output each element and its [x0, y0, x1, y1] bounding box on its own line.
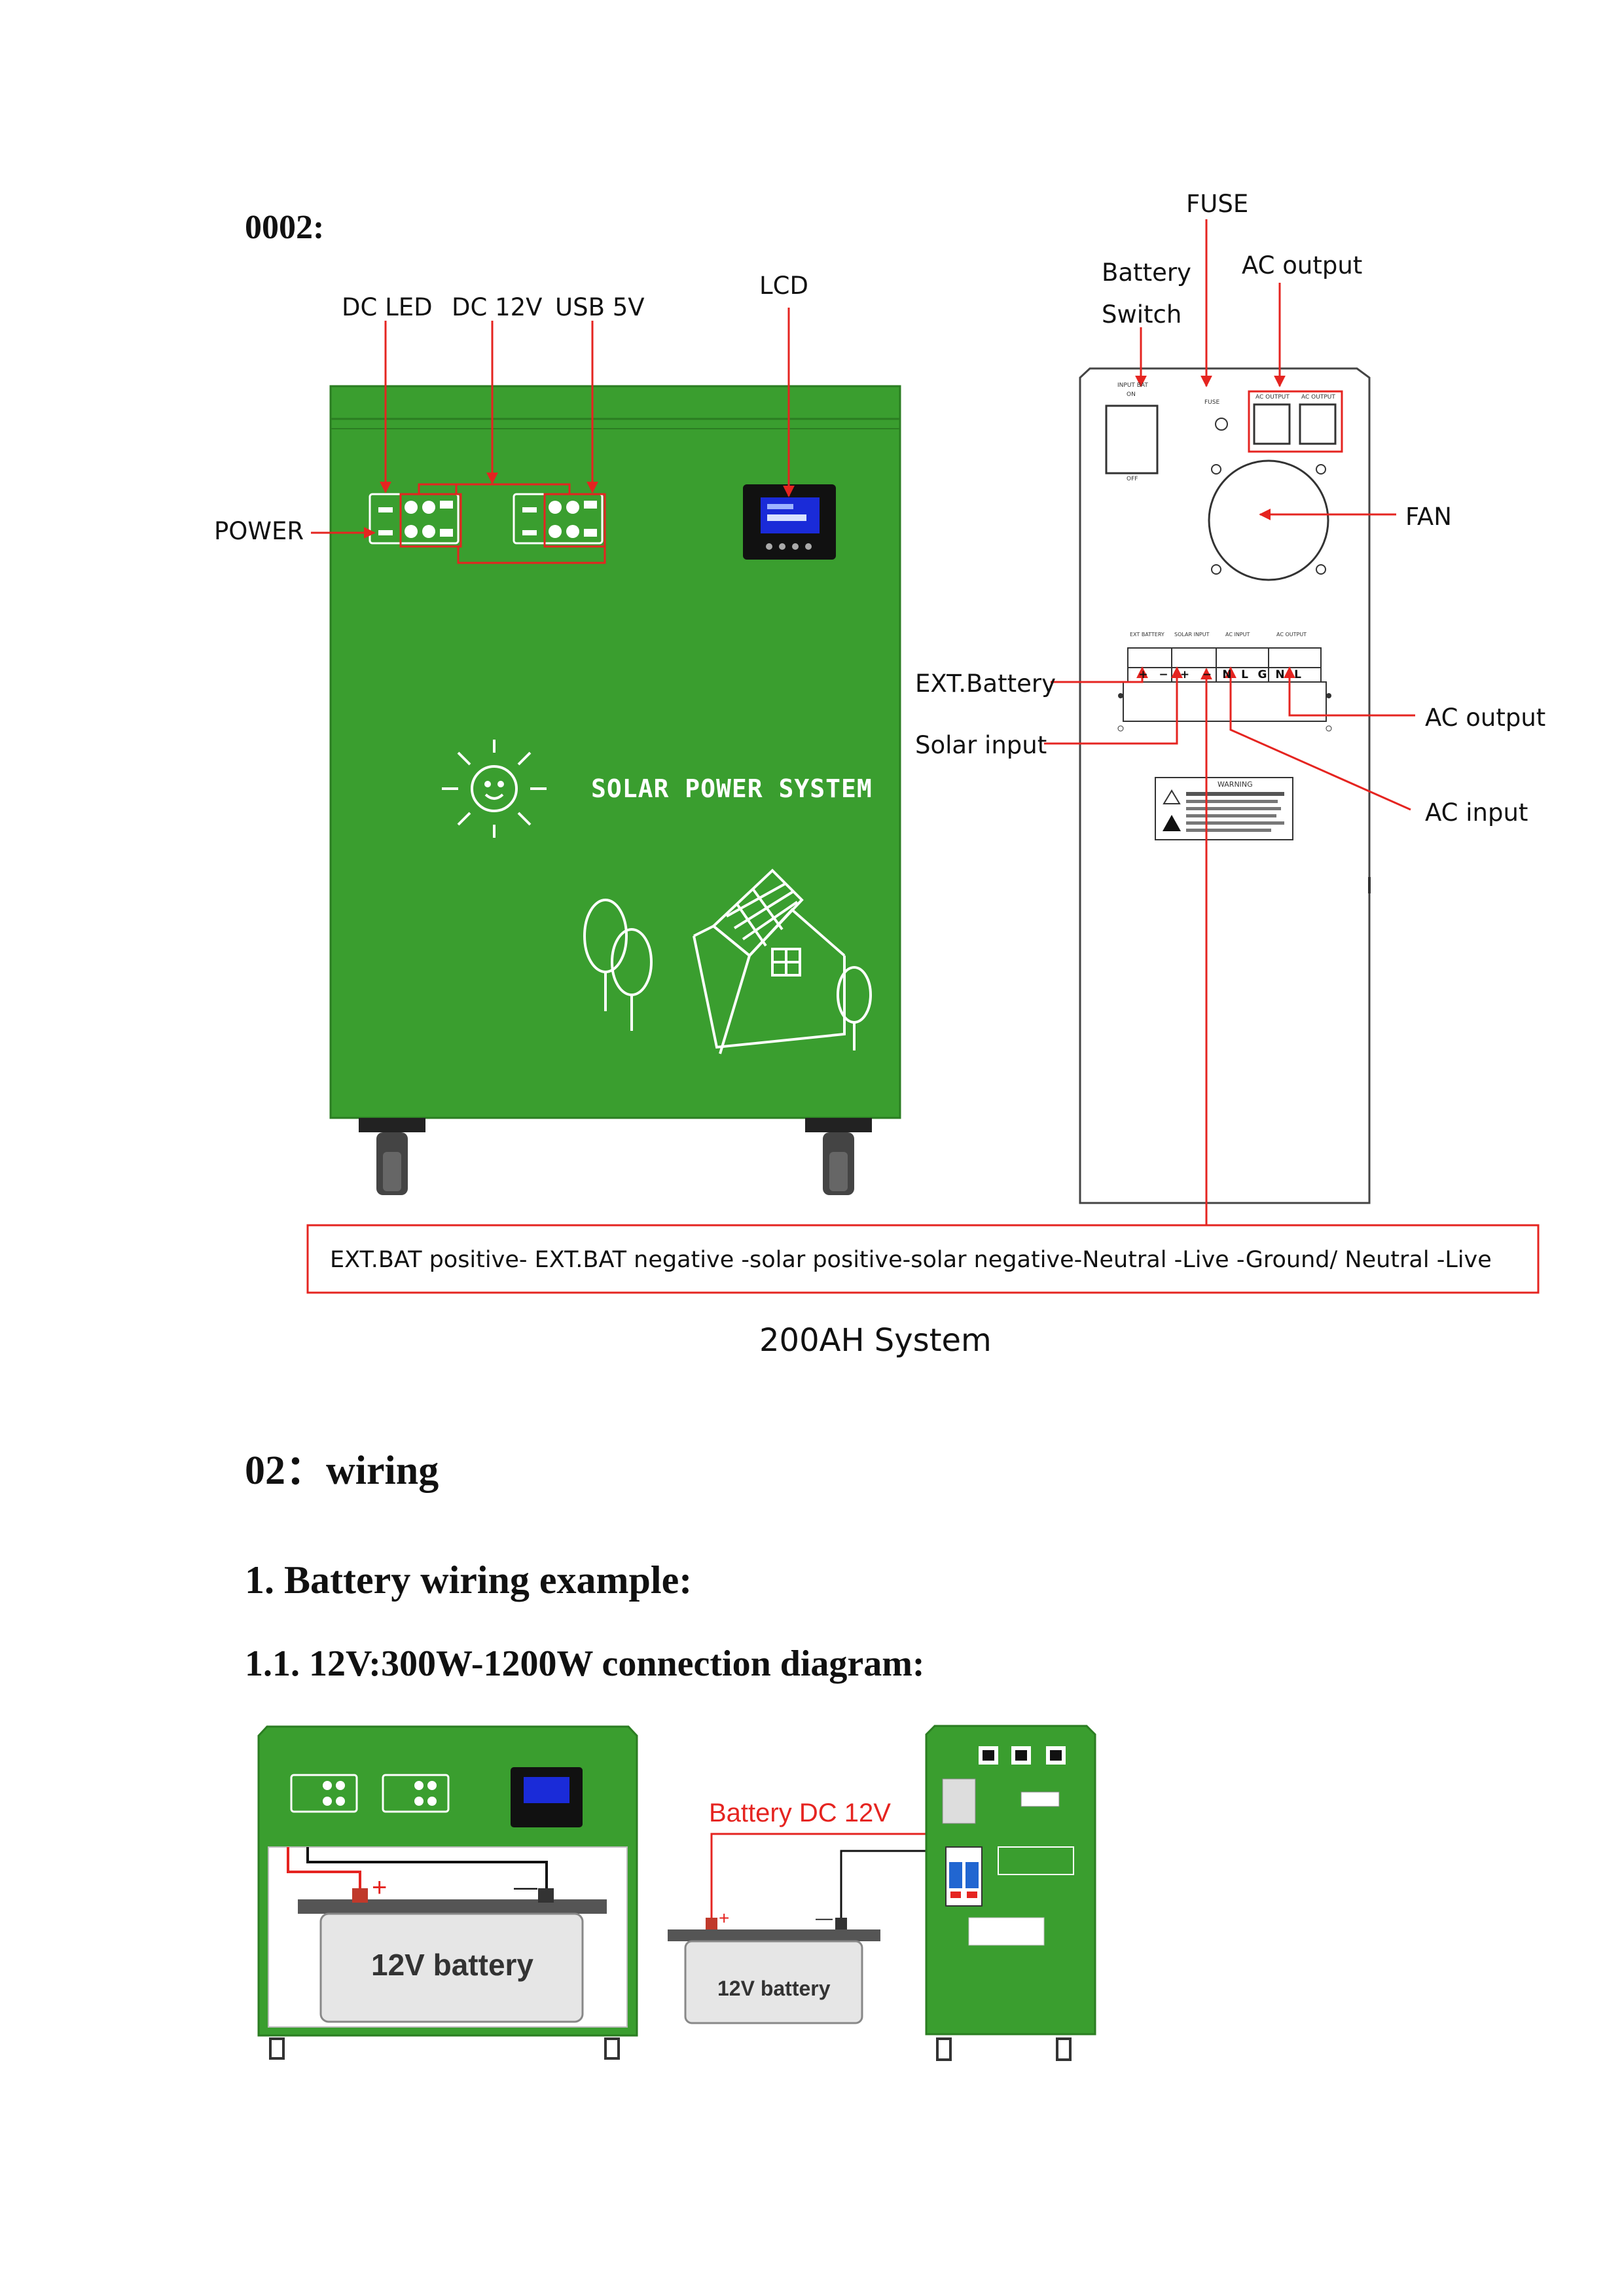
label-ext-battery: EXT.Battery	[915, 670, 1056, 698]
terminal-4: −	[1202, 668, 1212, 681]
terminal-5: N	[1222, 668, 1232, 681]
wiring-note-box	[306, 1224, 1540, 1294]
terminal-8: N	[1275, 668, 1285, 681]
terminal-1: +	[1138, 668, 1148, 681]
input-bat-label: INPUT BAT	[1117, 382, 1148, 389]
battery-label-middle: 12V battery	[717, 1977, 831, 2000]
heading-battery-wiring: 1. Battery wiring example:	[245, 1558, 693, 1602]
off-label: OFF	[1127, 476, 1138, 482]
label-dc-led: DC LED	[342, 293, 433, 321]
lcd-display	[743, 484, 836, 560]
ac-output-small-2: AC OUTPUT	[1301, 394, 1335, 401]
terminal-7: G	[1257, 668, 1267, 681]
label-power: POWER	[214, 517, 304, 545]
on-label: ON	[1127, 391, 1136, 398]
warning-label: WARNING	[1218, 780, 1253, 789]
section-title: 0002:	[245, 209, 325, 246]
terminal-3: +	[1180, 668, 1190, 681]
heading-connection-diagram: 1.1. 12V:300W-1200W connection diagram:	[245, 1643, 925, 1684]
wiring-note: EXT.BAT positive- EXT.BAT negative -sola…	[330, 1247, 1492, 1273]
dc-panel-left	[369, 493, 460, 545]
label-solar-input: Solar input	[915, 731, 1047, 759]
label-ac-input: AC input	[1425, 798, 1528, 827]
solar-power-system-text: SOLAR POWER SYSTEM	[591, 774, 873, 803]
sun-icon	[442, 740, 547, 838]
standalone-battery	[668, 1833, 957, 2024]
minus-sign-left: —	[514, 1873, 537, 1900]
terminal-6: L	[1241, 668, 1248, 681]
battery-label-left: 12V battery	[371, 1948, 534, 1982]
label-fuse: FUSE	[1186, 190, 1249, 218]
right-cabinet	[925, 1725, 1096, 2061]
label-battery: Battery	[1102, 259, 1191, 287]
label-fan: FAN	[1405, 503, 1452, 531]
figure-12v-connection	[257, 1725, 1096, 2061]
label-lcd: LCD	[759, 272, 808, 300]
plus-sign-left: +	[372, 1873, 388, 1902]
battery-dc-12v-label: Battery DC 12V	[709, 1799, 891, 1827]
figure-caption: 200AH System	[759, 1322, 992, 1359]
ac-input-small-label: AC INPUT	[1225, 632, 1250, 637]
terminal-2: −	[1159, 668, 1168, 681]
label-ac-output-side: AC output	[1425, 704, 1546, 732]
ac-output-small-label: AC OUTPUT	[1276, 632, 1307, 637]
heading-02-wiring: 02：wiring	[245, 1448, 439, 1493]
label-ac-output-top: AC output	[1242, 251, 1363, 279]
figure-200ah-system	[306, 219, 1540, 1294]
minus-sign-middle: —	[816, 1908, 833, 1928]
ext-battery-small-label: EXT BATTERY	[1130, 632, 1164, 637]
label-dc-12v: DC 12V	[452, 293, 543, 321]
dc-panel-right	[513, 493, 604, 545]
fuse-small-label: FUSE	[1204, 399, 1220, 406]
plus-sign-middle: +	[719, 1908, 730, 1928]
label-switch: Switch	[1102, 300, 1182, 329]
left-cabinet	[257, 1725, 638, 2060]
ac-output-small-1: AC OUTPUT	[1255, 394, 1290, 401]
label-usb-5v: USB 5V	[555, 293, 645, 321]
house-illustration	[583, 869, 872, 1054]
terminal-9: L	[1294, 668, 1301, 681]
solar-input-small-label: SOLAR INPUT	[1174, 632, 1210, 637]
terminal-strip: + − + − N L G N L	[1133, 668, 1319, 683]
